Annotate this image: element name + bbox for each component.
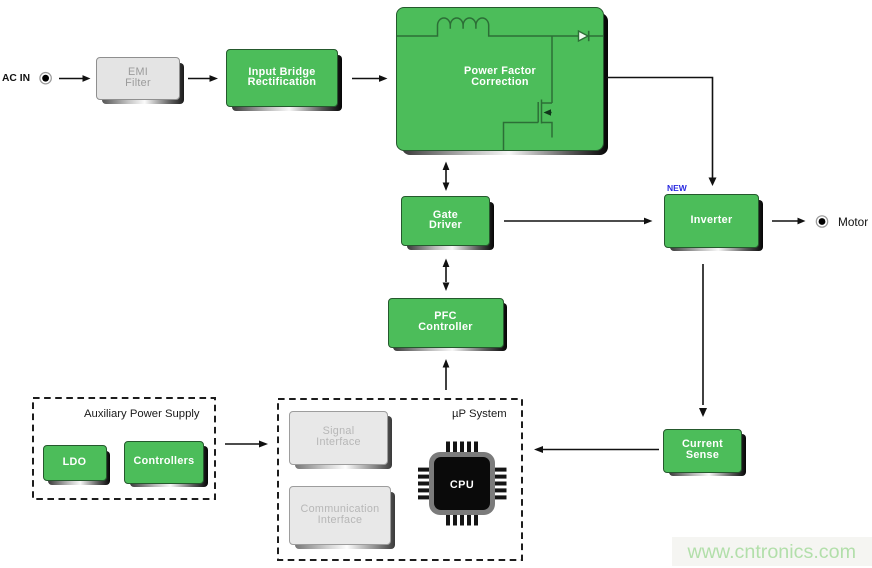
svg-text:CPU: CPU [450,479,474,491]
